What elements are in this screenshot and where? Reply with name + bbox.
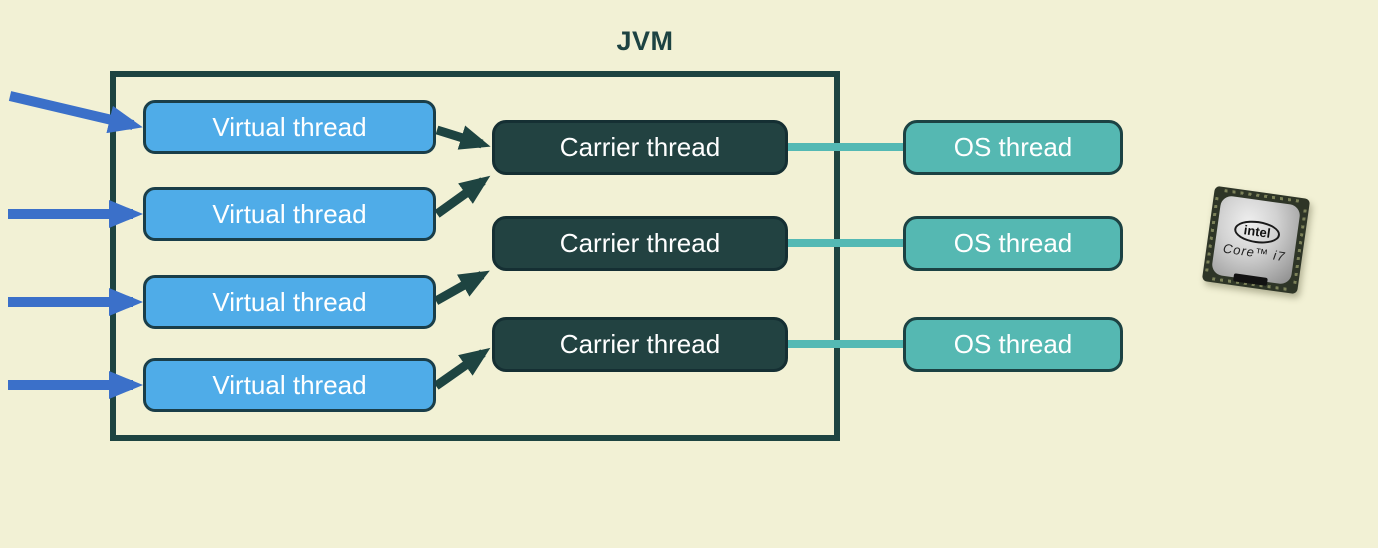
mount-arrow — [433, 347, 491, 390]
cpu-heat-spreader: intel Core™ i7 — [1210, 194, 1302, 286]
carrier-thread-label: Carrier thread — [559, 132, 721, 162]
virtual-thread-box: Virtual thread — [143, 100, 436, 154]
incoming-task-arrow — [8, 91, 143, 134]
os-thread-box: OS thread — [903, 120, 1123, 175]
os-thread-box: OS thread — [903, 317, 1123, 372]
carrier-thread-box: Carrier thread — [492, 317, 788, 372]
virtual-thread-label: Virtual thread — [212, 198, 367, 229]
mount-arrow — [434, 175, 491, 218]
jvm-boundary-box — [110, 71, 840, 441]
virtual-thread-label: Virtual thread — [212, 111, 367, 142]
virtual-thread-box: Virtual thread — [143, 358, 436, 412]
cpu-model-label: Core™ i7 — [1222, 240, 1287, 264]
os-thread-label: OS thread — [953, 132, 1073, 162]
carrier-thread-box: Carrier thread — [492, 120, 788, 175]
mount-arrow — [433, 270, 490, 305]
carrier-thread-box: Carrier thread — [492, 216, 788, 271]
jvm-title: JVM — [616, 26, 674, 56]
carrier-thread-label: Carrier thread — [559, 329, 721, 359]
os-thread-label: OS thread — [953, 228, 1073, 258]
virtual-thread-box: Virtual thread — [143, 187, 436, 241]
os-thread-label: OS thread — [953, 329, 1073, 359]
carrier-thread-label: Carrier thread — [559, 228, 721, 258]
cpu-pcb: intel Core™ i7 — [1201, 185, 1311, 295]
os-thread-box: OS thread — [903, 216, 1123, 271]
virtual-thread-label: Virtual thread — [212, 369, 367, 400]
cpu-chip-icon: intel Core™ i7 — [1201, 185, 1311, 295]
mount-arrow — [435, 125, 491, 150]
virtual-thread-box: Virtual thread — [143, 275, 436, 329]
virtual-thread-label: Virtual thread — [212, 286, 367, 317]
